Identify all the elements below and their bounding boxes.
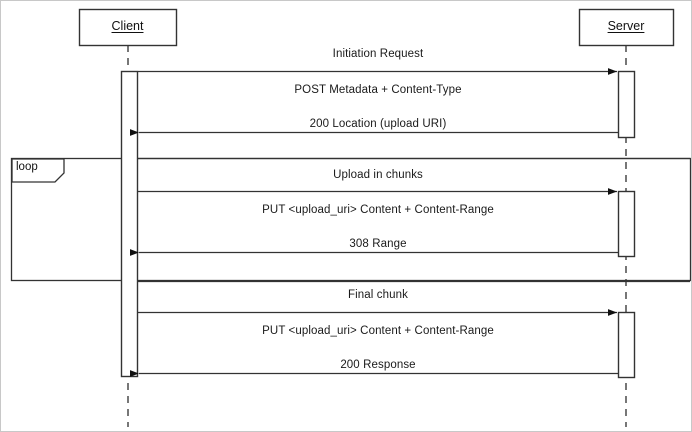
participant-box-server[interactable]	[578, 8, 675, 47]
activation-server-final[interactable]	[617, 311, 636, 379]
message-label-200-location: 200 Location (upload URI)	[309, 118, 447, 130]
participant-label-server: Server	[607, 19, 645, 33]
activation-server-initiation[interactable]	[617, 70, 636, 139]
section-header-final: Final chunk	[348, 289, 408, 301]
activation-client[interactable]	[120, 70, 139, 378]
message-label-200-response: 200 Response	[340, 359, 416, 371]
message-label-post-metadata: POST Metadata + Content-Type	[294, 84, 462, 96]
activation-server-chunk[interactable]	[617, 190, 636, 258]
message-label-put-chunk: PUT <upload_uri> Content + Content-Range	[262, 204, 494, 216]
fragment-loop-pentagon	[11, 158, 65, 183]
section-header-chunks: Upload in chunks	[333, 169, 423, 181]
fragment-loop-label: loop	[16, 161, 38, 173]
message-label-put-final: PUT <upload_uri> Content + Content-Range	[262, 325, 494, 337]
section-header-initiation: Initiation Request	[332, 48, 424, 60]
section-separators	[138, 157, 690, 283]
participant-label-client: Client	[111, 19, 144, 33]
participant-box-client[interactable]	[78, 8, 178, 47]
message-label-308-range: 308 Range	[349, 238, 407, 250]
